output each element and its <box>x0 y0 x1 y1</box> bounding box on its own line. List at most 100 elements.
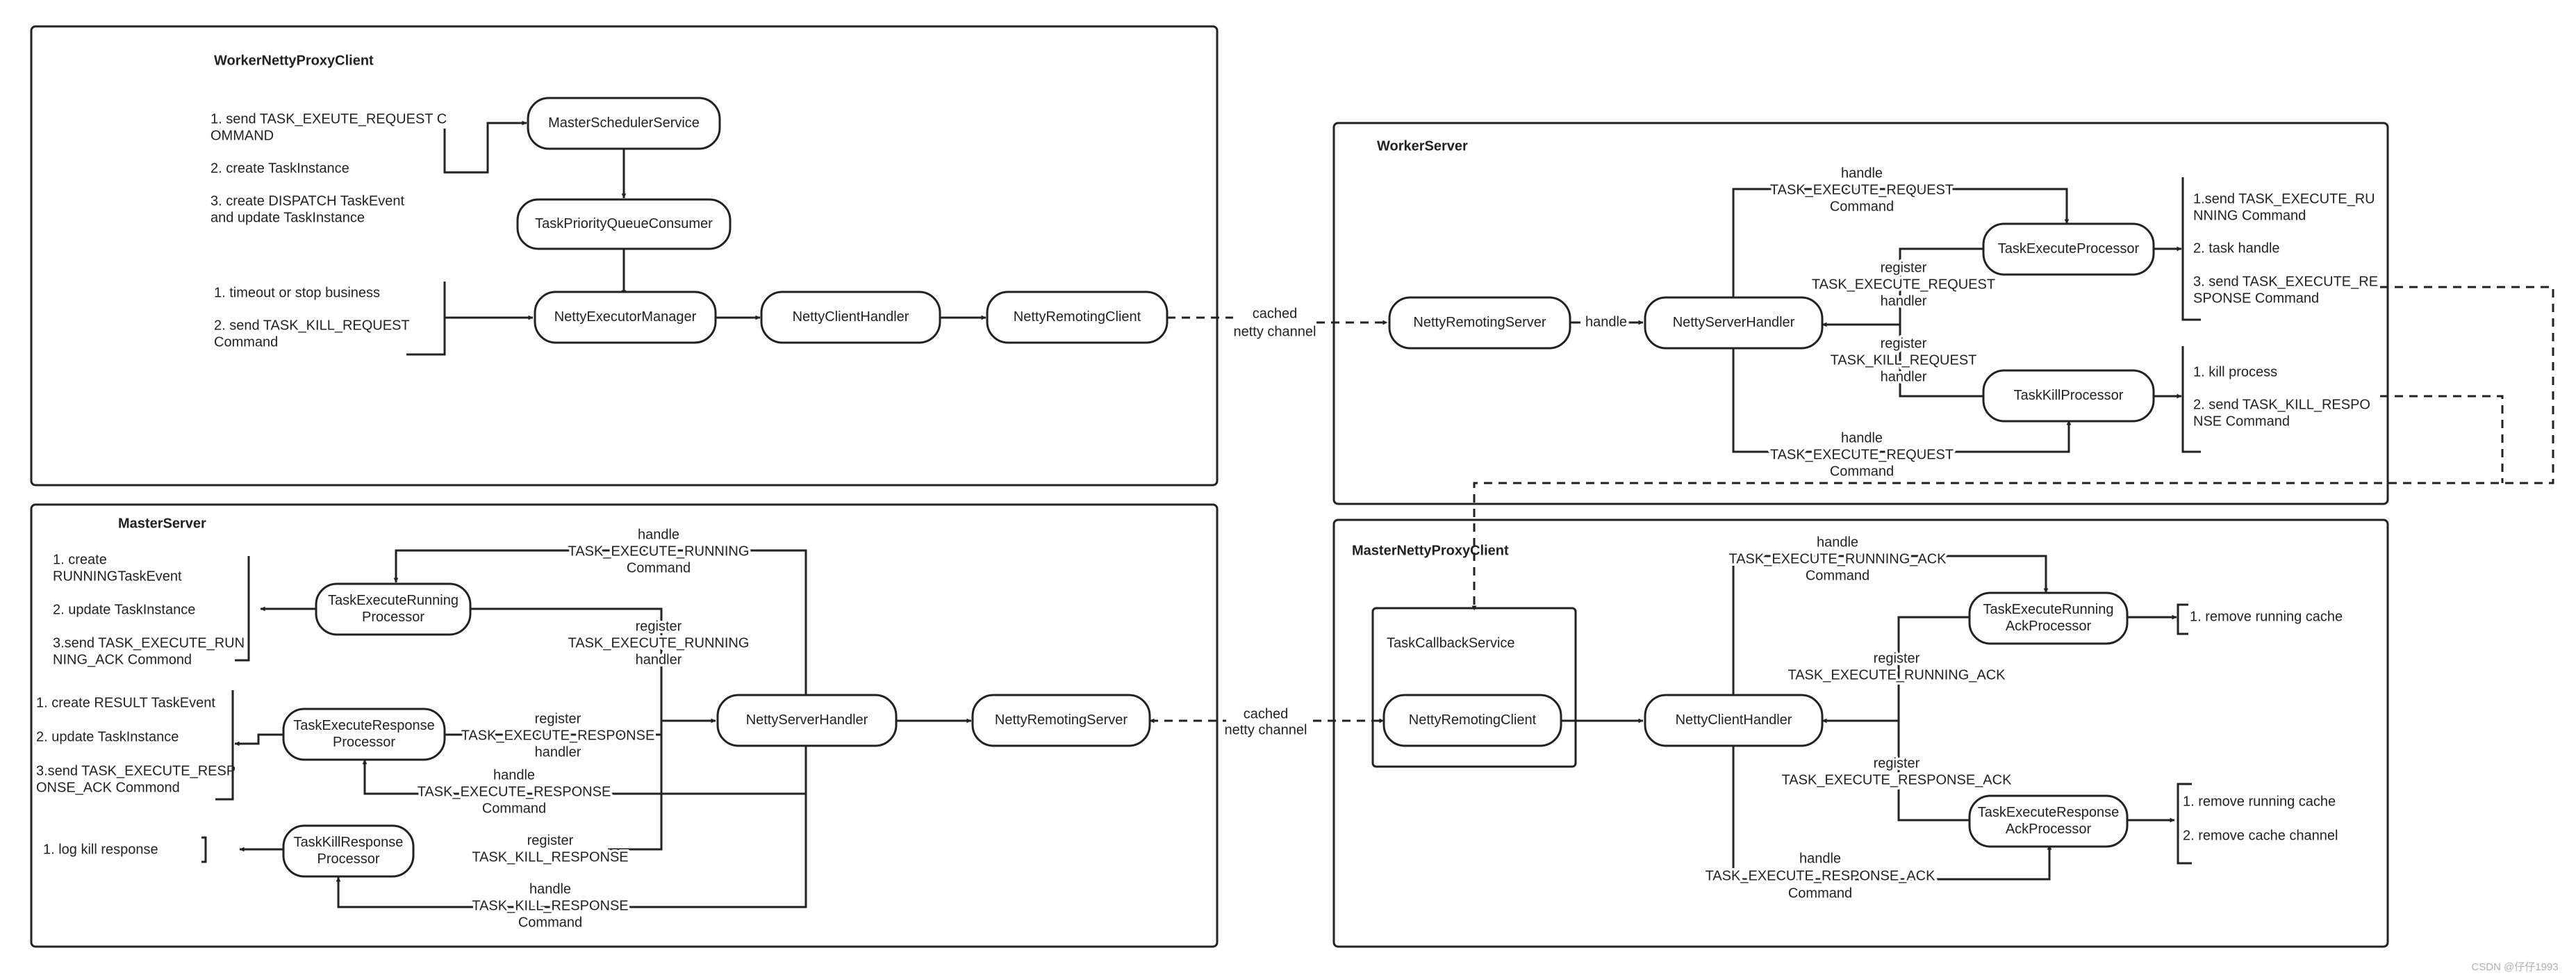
master-netty-server-handler-node-box <box>716 694 898 747</box>
worker-execute-note-line: 1.send TASK_EXECUTE_RU <box>2193 191 2375 206</box>
handle-running-arrow <box>393 549 807 721</box>
worker-proxy-netty-client-handler-node-label-line: NettyClientHandler <box>793 309 909 325</box>
cached-channel-bottom-label-line: cached <box>1244 706 1289 721</box>
worker-netty-server-handler-node-label: NettyServerHandler <box>1673 315 1795 330</box>
master-netty-remoting-server-node-box <box>971 694 1151 747</box>
task-priority-queue-consumer-node-label-line: TaskPriorityQueueConsumer <box>535 216 713 231</box>
ms-register-response-label-line: handler <box>535 744 581 760</box>
worker-execute-note-line: NNING Command <box>2193 208 2306 223</box>
task-callback-service-label: TaskCallbackService <box>1387 635 1515 651</box>
result-note-bracket <box>215 690 234 801</box>
panel-worker-server <box>1332 122 2389 505</box>
handle-response-ack-arrow <box>1732 746 2052 881</box>
register-running-ack-arrow <box>1822 616 1970 724</box>
task-execute-running-ack-processor-node-label-line: AckProcessor <box>2006 619 2092 634</box>
ms-register-running-label-line: register <box>636 619 682 634</box>
kill-note-bracket <box>406 281 446 356</box>
cached-channel-bottom-label-line: netty channel <box>1225 722 1307 737</box>
kill-business-note-line: 1. timeout or stop business <box>214 285 380 300</box>
task-execute-processor-node-label: TaskExecuteProcessor <box>1998 241 2140 256</box>
handle-running-ack-arrow <box>1732 555 2049 695</box>
master-scheduler-service-node: MasterSchedulerService <box>527 97 721 150</box>
worker-proxy-netty-remoting-client-node-box <box>986 291 1169 344</box>
response-ack-note-bracket <box>2177 783 2192 865</box>
netty-executor-manager-node-box <box>534 291 717 344</box>
master-scheduler-service-node-label-line: MasterSchedulerService <box>548 115 700 131</box>
panel-master-netty-proxy-client-title-line: MasterNettyProxyClient <box>1352 543 1509 558</box>
mp-register-running-ack-label-line: register <box>1874 651 1920 666</box>
mp-register-running-ack-label-line: TASK_EXECUTE_RUNNING_ACK <box>1787 667 2006 683</box>
task-callback-service-label-line: TaskCallbackService <box>1387 635 1515 651</box>
worker-execute-note-line: 3. send TASK_EXECUTE_RE <box>2193 274 2378 289</box>
master-netty-remoting-server-node-label-line: NettyRemotingServer <box>995 712 1128 728</box>
ws-register-request-label-line: TASK_EXECUTE_REQUEST <box>1812 277 1995 292</box>
ws-register-kill-label-line: TASK_KILL_REQUEST <box>1831 352 1977 368</box>
worker-netty-server-handler-node-label-line: NettyServerHandler <box>1673 315 1795 330</box>
worker-netty-server-handler-node-box <box>1644 296 1824 350</box>
task-execute-processor-node: TaskExecuteProcessor <box>1982 222 2155 276</box>
ms-handle-kill-response-label-line: Command <box>518 915 582 930</box>
worker-netty-remoting-server-node: NettyRemotingServer <box>1388 296 1571 350</box>
handle-kill-response-arrow <box>336 721 807 908</box>
ms-register-response-label-line: register <box>535 711 581 726</box>
worker-kill-note-line: NSE Command <box>2193 414 2290 429</box>
ms-register-running-label-line: handler <box>636 652 682 667</box>
master-proxy-netty-client-handler-node-box <box>1644 694 1824 747</box>
kill-response-dashed-route <box>2380 395 2504 483</box>
master-netty-remoting-server-node: NettyRemotingServer <box>971 694 1151 747</box>
worker-execute-note-line: SPONSE Command <box>2193 291 2319 306</box>
ws-register-request-label-line: register <box>1881 260 1927 275</box>
task-kill-processor-node-label: TaskKillProcessor <box>2014 388 2124 403</box>
worker-kill-note-line: 1. kill process <box>2193 364 2277 379</box>
task-kill-processor-node-box <box>1982 369 2155 423</box>
panel-master-netty-proxy-client <box>1332 518 2389 948</box>
master-kill-note-line: 1. log kill response <box>43 842 158 857</box>
ms-handle-kill-response-label-line: TASK_KILL_RESPONSE <box>472 898 628 913</box>
master-result-note-line: ONSE_ACK Commond <box>36 780 180 795</box>
watermark: CSDN @仔仔1993 <box>2471 961 2558 973</box>
kill-note-bracket-ms <box>201 836 207 863</box>
dispatch-note-line: and update TaskInstance <box>210 210 365 225</box>
handle-request-top-arrow <box>1732 188 2070 297</box>
ws-handle-label-line: handle <box>1585 314 1627 329</box>
task-execute-processor-node-label-line: TaskExecuteProcessor <box>1998 241 2140 256</box>
ws-handle-request-bottom-label-line: TASK_EXECUTE_REQUEST <box>1770 447 1954 462</box>
ws-register-kill-label-line: register <box>1881 336 1927 351</box>
execute-note-bracket <box>2181 177 2201 321</box>
dispatch-note-line: OMMAND <box>210 128 274 143</box>
task-kill-response-processor-node-label-line: TaskKillResponse <box>294 835 404 850</box>
worker-netty-remoting-server-node-label-line: NettyRemotingServer <box>1413 315 1546 330</box>
mp-register-response-ack-label-line: TASK_EXECUTE_RESPONSE_ACK <box>1782 772 2013 787</box>
ws-handle-request-top-label-line: TASK_EXECUTE_REQUEST <box>1770 182 1954 197</box>
master-result-note-line: 3.send TASK_EXECUTE_RESP <box>36 763 236 778</box>
task-execute-response-ack-processor-node-label-line: TaskExecuteResponse <box>1978 805 2119 820</box>
master-running-note-line: 2. update TaskInstance <box>53 602 195 617</box>
ws-handle-request-bottom-label-line: Command <box>1830 464 1894 479</box>
running-ack-note-line: 1. remove running cache <box>2190 609 2343 624</box>
master-proxy-netty-remoting-client-node: NettyRemotingClient <box>1382 694 1562 747</box>
task-execute-running-processor-node-box <box>315 582 472 636</box>
register-running-line <box>470 607 663 851</box>
worker-proxy-netty-client-handler-node-box <box>760 291 941 344</box>
task-execute-processor-node-box <box>1982 222 2155 276</box>
ms-handle-kill-response-label-line: handle <box>529 881 571 897</box>
ms-handle-response-label-line: TASK_EXECUTE_RESPONSE <box>418 784 611 799</box>
master-proxy-netty-remoting-client-node-label-line: NettyRemotingClient <box>1409 712 1537 728</box>
